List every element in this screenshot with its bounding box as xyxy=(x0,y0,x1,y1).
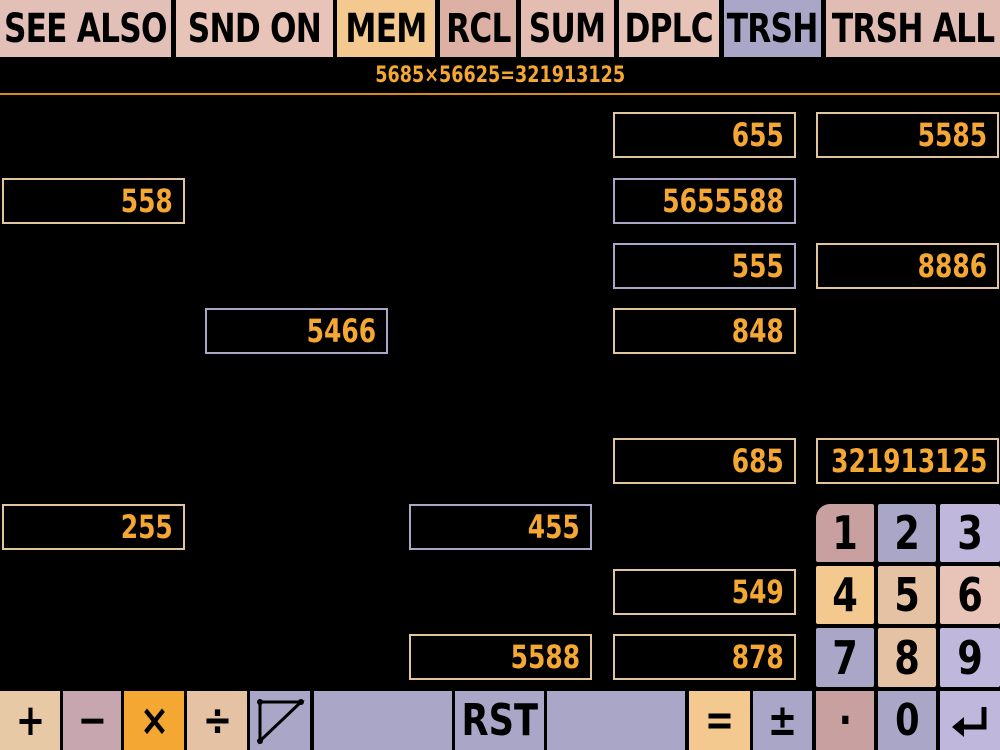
value-box[interactable]: 848 xyxy=(613,308,796,354)
value-box[interactable]: 5585 xyxy=(816,112,999,158)
value-text: 5585 xyxy=(917,116,987,154)
key-7[interactable]: 7 xyxy=(816,628,874,687)
key-3[interactable]: 3 xyxy=(940,504,1000,562)
divide-label: ÷ xyxy=(202,695,232,746)
value-text: 555 xyxy=(731,247,784,285)
value-box[interactable]: 8886 xyxy=(816,243,999,289)
plus-minus-button[interactable]: ± xyxy=(753,691,812,750)
key-2-label: 2 xyxy=(894,506,920,560)
memory-button[interactable]: MEM xyxy=(337,0,435,57)
value-box[interactable]: 5588 xyxy=(409,634,592,680)
key-6[interactable]: 6 xyxy=(940,566,1000,624)
value-box[interactable]: 5655588 xyxy=(613,178,796,224)
value-text: 549 xyxy=(731,573,784,611)
trash-button[interactable]: TRSH xyxy=(724,0,821,57)
value-box[interactable]: 878 xyxy=(613,634,796,680)
equals-button[interactable]: = xyxy=(689,691,750,750)
reset-button[interactable]: RST xyxy=(455,691,544,750)
value-box[interactable]: 321913125 xyxy=(816,438,999,484)
see-also-button[interactable]: SEE ALSO xyxy=(0,0,171,57)
value-box[interactable]: 255 xyxy=(2,504,185,550)
value-text: 558 xyxy=(120,182,173,220)
value-text: 255 xyxy=(120,508,173,546)
key-5[interactable]: 5 xyxy=(878,566,936,624)
multiply-button[interactable]: × xyxy=(124,691,184,750)
key-7-label: 7 xyxy=(832,630,858,685)
sound-on-button[interactable]: SND ON xyxy=(176,0,333,57)
value-box[interactable]: 455 xyxy=(409,504,592,550)
enter-button[interactable] xyxy=(940,691,1000,750)
enter-icon xyxy=(952,706,987,737)
decimal-point-label: · xyxy=(838,695,852,746)
sum-label: SUM xyxy=(529,5,606,52)
sum-button[interactable]: SUM xyxy=(521,0,614,57)
minus-button[interactable]: − xyxy=(63,691,121,750)
value-text: 685 xyxy=(731,442,784,480)
trash-label: TRSH xyxy=(727,5,819,52)
key-9-label: 9 xyxy=(957,630,983,685)
trash-all-button[interactable]: TRSH ALL xyxy=(826,0,1000,57)
key-6-label: 6 xyxy=(957,568,983,622)
right-triangle-icon xyxy=(257,698,305,744)
key-0-label: 0 xyxy=(894,695,920,746)
blank-button[interactable] xyxy=(547,691,685,750)
see-also-label: SEE ALSO xyxy=(4,5,168,52)
minus-label: − xyxy=(77,695,107,746)
duplicate-button[interactable]: DPLC xyxy=(619,0,719,57)
plus-label: + xyxy=(15,695,45,746)
value-box[interactable]: 549 xyxy=(613,569,796,615)
key-0[interactable]: 0 xyxy=(878,691,936,750)
reset-label: RST xyxy=(461,695,538,746)
key-8-label: 8 xyxy=(894,630,920,685)
value-box[interactable]: 555 xyxy=(613,243,796,289)
equation-text: 5685×56625=321913125 xyxy=(375,62,625,88)
value-box[interactable]: 5466 xyxy=(205,308,388,354)
value-text: 878 xyxy=(731,638,784,676)
value-box[interactable]: 685 xyxy=(613,438,796,484)
key-8[interactable]: 8 xyxy=(878,628,936,687)
value-text: 655 xyxy=(731,116,784,154)
key-9[interactable]: 9 xyxy=(940,628,1000,687)
key-1[interactable]: 1 xyxy=(816,504,874,562)
trash-all-label: TRSH ALL xyxy=(831,5,995,52)
value-text: 848 xyxy=(731,312,784,350)
equals-label: = xyxy=(704,695,735,746)
plus-minus-label: ± xyxy=(767,695,798,746)
divider-line xyxy=(0,93,1000,95)
value-text: 321913125 xyxy=(830,442,987,480)
plus-button[interactable]: + xyxy=(0,691,60,750)
multiply-label: × xyxy=(139,695,169,746)
triangle-tool-button[interactable] xyxy=(250,691,310,750)
value-text: 8886 xyxy=(917,247,987,285)
decimal-point-button[interactable]: · xyxy=(816,691,874,750)
divide-button[interactable]: ÷ xyxy=(187,691,247,750)
key-2[interactable]: 2 xyxy=(878,504,936,562)
value-text: 5466 xyxy=(306,312,376,350)
key-1-label: 1 xyxy=(832,506,858,560)
value-box[interactable]: 655 xyxy=(613,112,796,158)
blank-button[interactable] xyxy=(314,691,452,750)
recall-label: RCL xyxy=(445,5,511,52)
key-5-label: 5 xyxy=(894,568,920,622)
value-box[interactable]: 558 xyxy=(2,178,185,224)
value-text: 455 xyxy=(527,508,580,546)
value-text: 5655588 xyxy=(662,182,784,220)
memory-label: MEM xyxy=(345,5,427,52)
value-text: 5588 xyxy=(510,638,580,676)
key-3-label: 3 xyxy=(957,506,983,560)
recall-button[interactable]: RCL xyxy=(440,0,516,57)
sound-on-label: SND ON xyxy=(187,5,322,52)
duplicate-label: DPLC xyxy=(624,5,714,52)
equation-display: 5685×56625=321913125 xyxy=(0,60,1000,90)
key-4-label: 4 xyxy=(832,568,858,622)
key-4[interactable]: 4 xyxy=(816,566,874,624)
